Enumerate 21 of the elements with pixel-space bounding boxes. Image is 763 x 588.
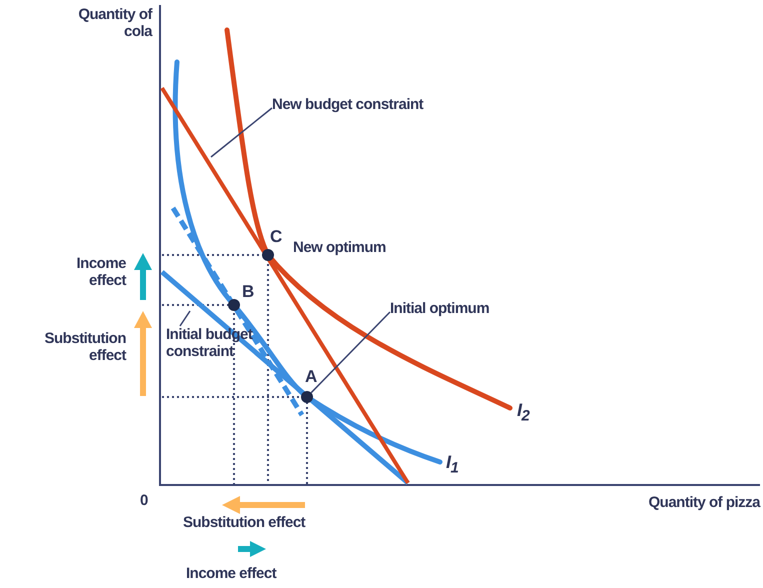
axis-title: Quantity of cola: [77, 6, 152, 40]
effect-label: Substitution effect: [44, 330, 126, 364]
effect-label: Income effect: [75, 255, 126, 290]
point-marker: [228, 299, 240, 311]
point-marker: [301, 391, 313, 403]
point-label: A: [305, 367, 317, 387]
effect-label: Substitution effect: [183, 514, 306, 532]
curve-label: I$_{1}$: [446, 452, 460, 477]
origin-label: 0: [140, 492, 149, 510]
leader-line: [179, 310, 191, 326]
point-marker: [262, 249, 274, 261]
leader-line: [210, 107, 272, 158]
point-caption: New optimum: [293, 239, 387, 256]
point-label: C: [270, 227, 282, 247]
annotation-label: Initial optimum: [390, 300, 530, 318]
annotation-label: New budget constraint: [272, 96, 492, 114]
leader-line: [310, 311, 391, 394]
point-label: B: [242, 282, 254, 302]
curve-label: I$_{2}$: [517, 400, 531, 425]
axis-title: Quantity of pizza: [648, 494, 760, 512]
effect-label: Income effect: [186, 565, 278, 582]
